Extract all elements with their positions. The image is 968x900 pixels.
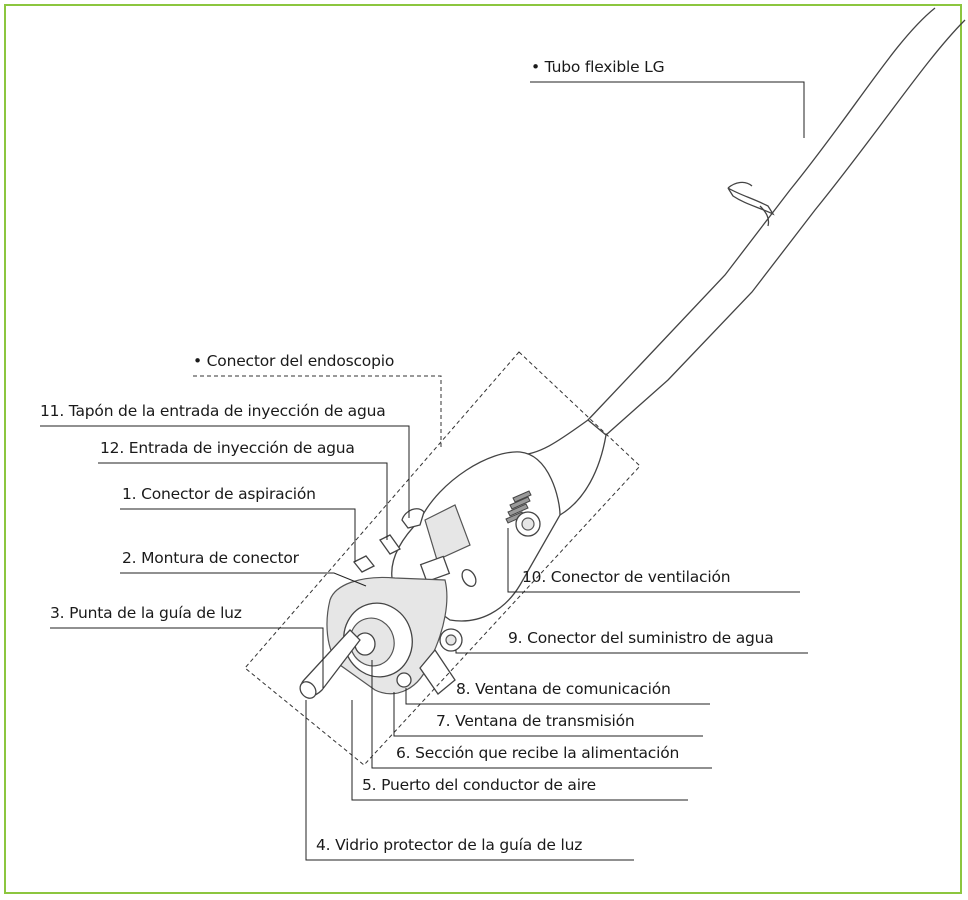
label-1-conector-aspiracion: 1. Conector de aspiración <box>122 485 316 503</box>
label-2-montura-conector: 2. Montura de conector <box>122 549 300 567</box>
figure-frame <box>4 4 962 894</box>
label-10-conector-ventilacion: 10. Conector de ventilación <box>522 568 730 586</box>
label-4-vidrio-protector: 4. Vidrio protector de la guía de luz <box>316 836 582 854</box>
label-conector-endoscopio: • Conector del endoscopio <box>193 352 394 370</box>
label-7-ventana-transmision: 7. Ventana de transmisión <box>436 712 635 730</box>
label-9-suministro-agua: 9. Conector del suministro de agua <box>508 629 774 647</box>
label-8-ventana-comunicacion: 8. Ventana de comunicación <box>456 680 671 698</box>
connector-body-drawing <box>299 451 561 699</box>
connector-label-dashed-leader <box>193 375 442 447</box>
leader-lines <box>40 81 808 861</box>
label-12-entrada-inyeccion: 12. Entrada de inyección de agua <box>100 439 355 457</box>
label-5-puerto-conductor-aire: 5. Puerto del conductor de aire <box>362 776 596 794</box>
label-6-seccion-alimentacion: 6. Sección que recibe la alimentación <box>396 744 679 762</box>
label-3-punta-guia-luz: 3. Punta de la guía de luz <box>50 604 242 622</box>
grip-slots <box>505 490 532 524</box>
label-tubo-flexible: • Tubo flexible LG <box>531 58 664 76</box>
flexible-tube-drawing <box>516 7 966 516</box>
label-11-tapon-entrada: 11. Tapón de la entrada de inyección de … <box>40 402 386 420</box>
